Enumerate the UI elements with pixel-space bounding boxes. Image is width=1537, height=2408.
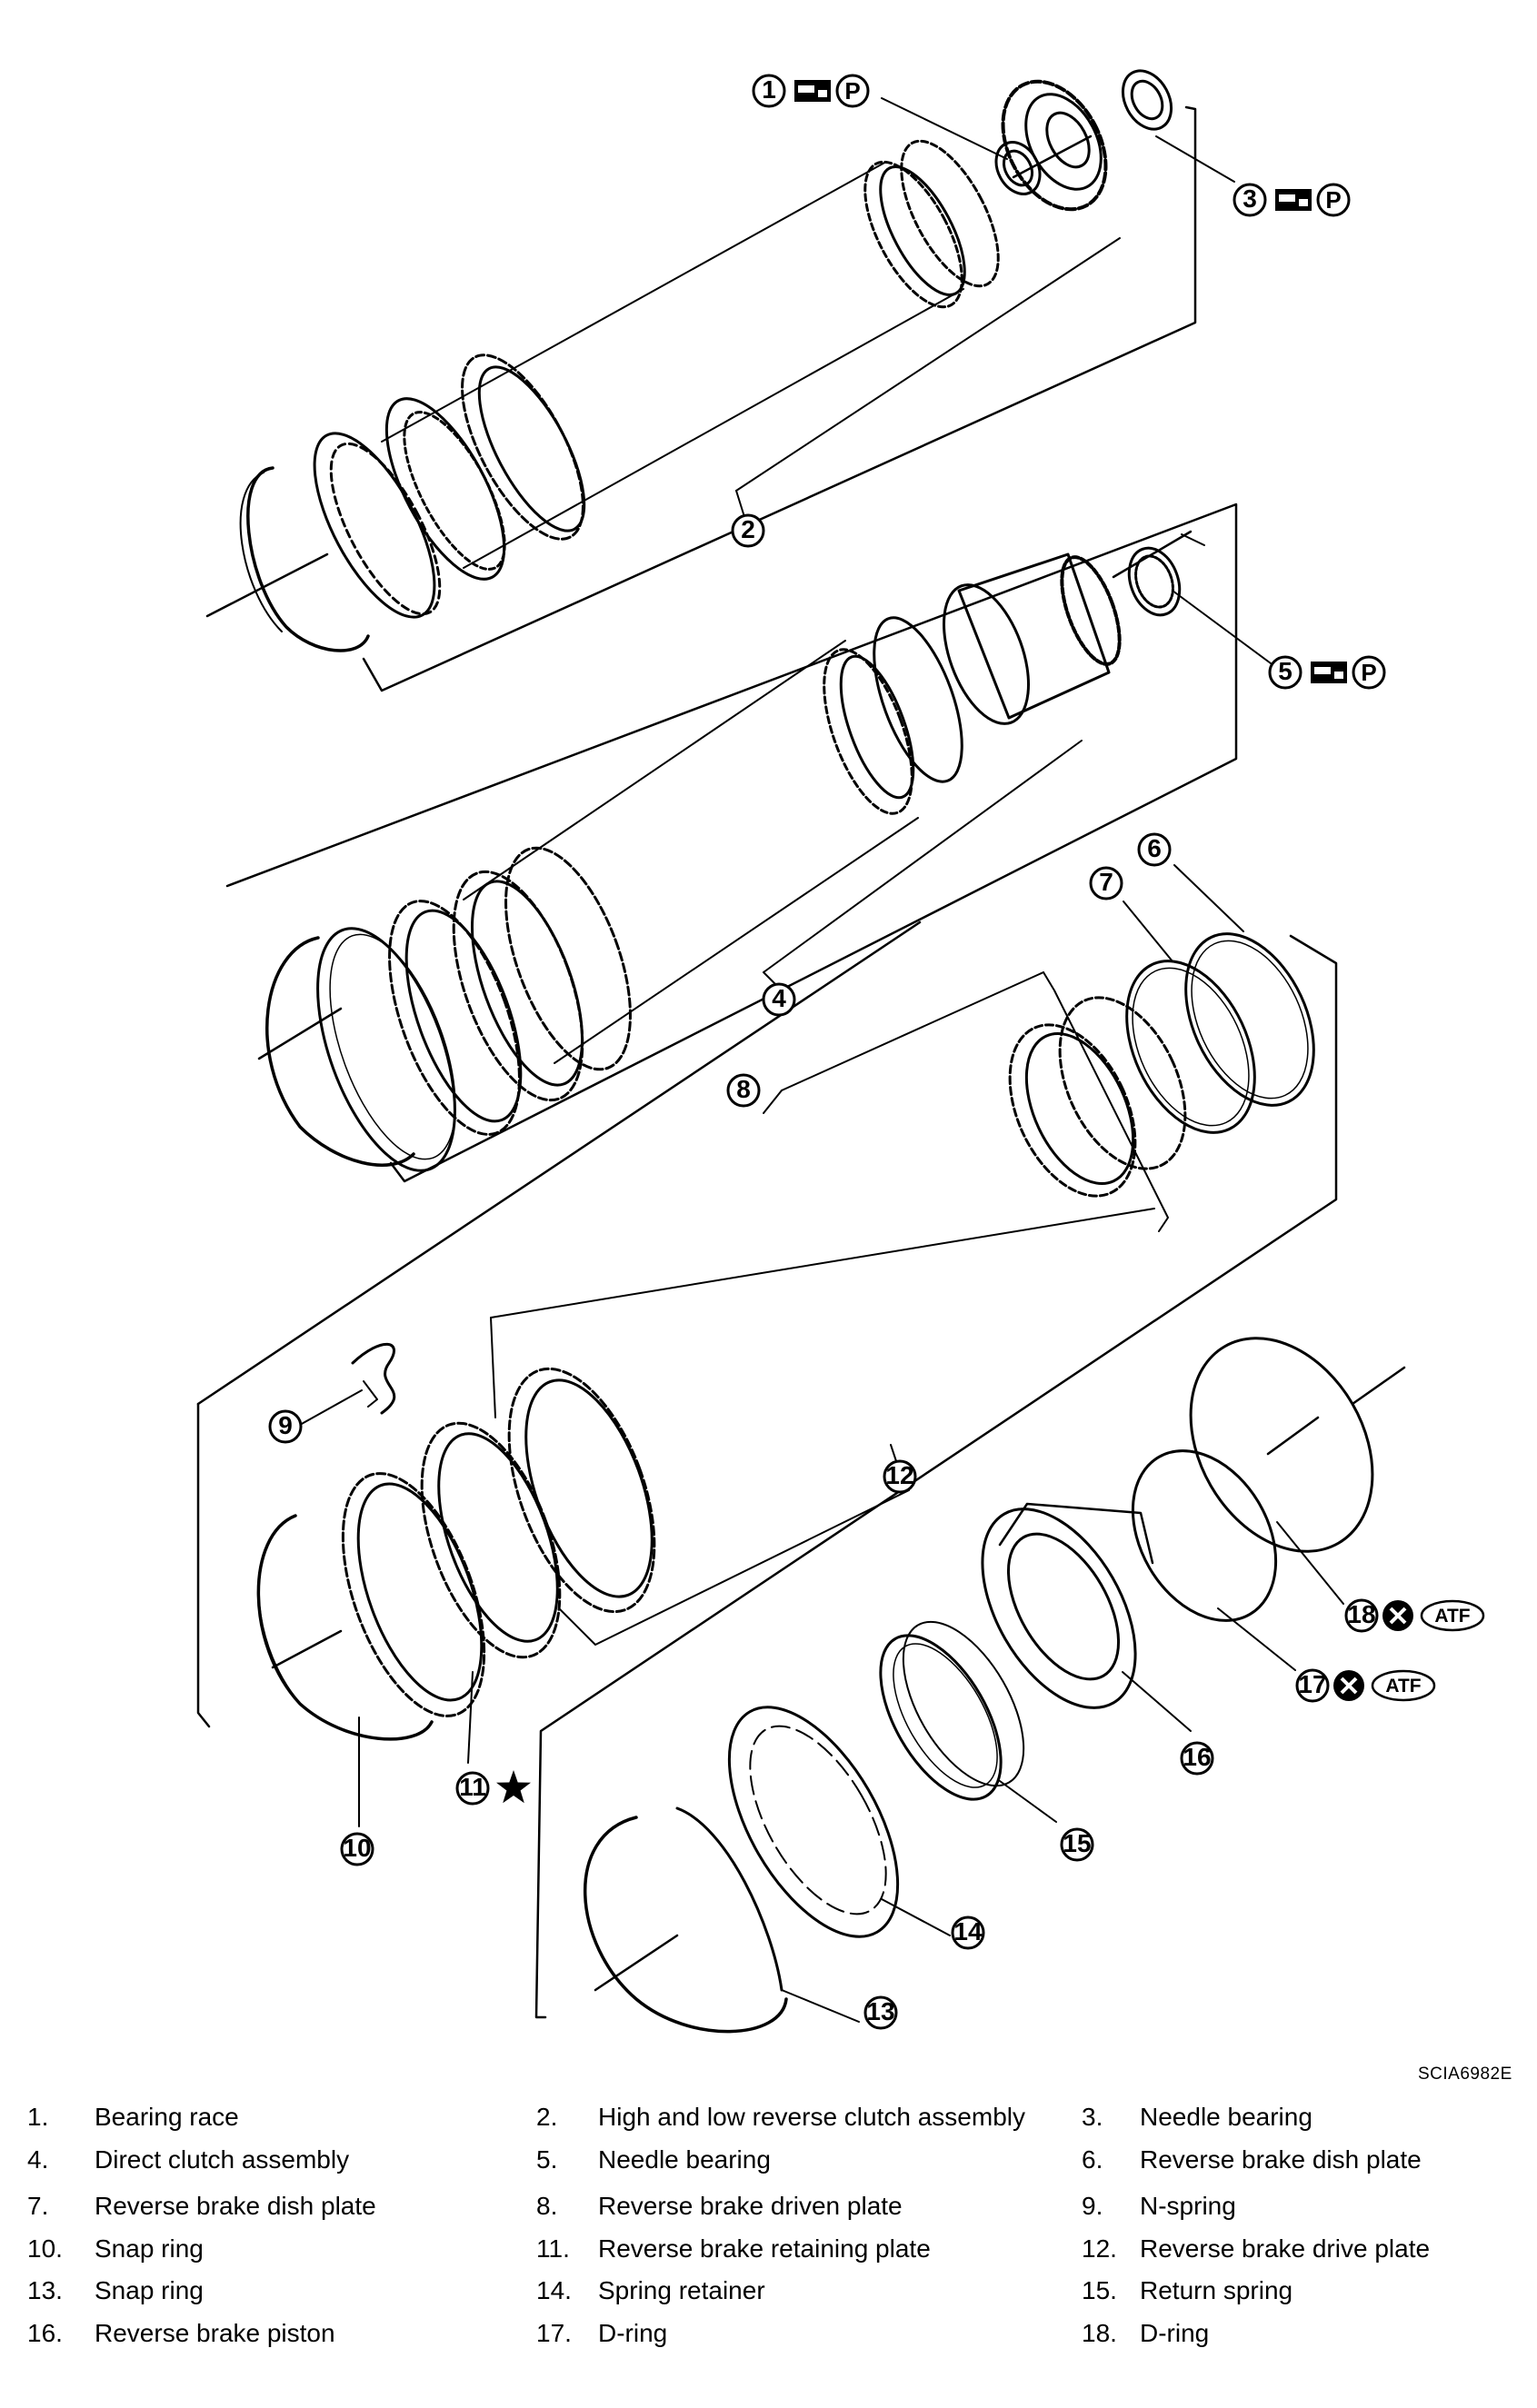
callout-number: 13 <box>866 1997 894 2025</box>
callout-8: 8 <box>726 1073 761 1108</box>
petroleum-jelly-icon <box>1352 655 1386 690</box>
callout-18: 18 ATF <box>1344 1598 1485 1633</box>
grease-icon <box>1275 189 1312 211</box>
assembly-high-low-reverse-clutch <box>205 69 1235 692</box>
assembly-direct-clutch <box>225 502 1272 1183</box>
assembly-reverse-brake-piston <box>584 1337 1406 2034</box>
petroleum-jelly-mark: P <box>844 77 860 104</box>
callout-number: 12 <box>885 1461 913 1489</box>
atf-icon <box>1420 1599 1485 1632</box>
callout-12: 12 <box>883 1459 917 1494</box>
callout-16: 16 <box>1180 1741 1214 1776</box>
callout-14: 14 <box>951 1915 985 1950</box>
assembly-reverse-brake-plates <box>196 864 1338 2019</box>
callout-6: 6 <box>1137 832 1172 867</box>
callout-number: 7 <box>1099 868 1113 896</box>
grease-icon <box>1311 662 1347 683</box>
do-not-reuse-icon <box>1333 1670 1364 1701</box>
callout-9: 9 <box>268 1409 303 1444</box>
callout-number: 17 <box>1298 1670 1326 1698</box>
callout-number: 8 <box>736 1075 751 1103</box>
callout-number: 6 <box>1147 834 1162 862</box>
callout-number: 15 <box>1063 1829 1091 1857</box>
callout-number: 5 <box>1278 657 1292 685</box>
assembly-reverse-brake-drive <box>256 1208 1155 1827</box>
callout-number: 11 <box>459 1773 486 1801</box>
callout-number: 1 <box>762 75 776 104</box>
figure-code: SCIA6982E <box>1418 2065 1512 2084</box>
callout-7: 7 <box>1089 866 1123 901</box>
callout-number: 3 <box>1243 184 1257 213</box>
petroleum-jelly-icon <box>835 74 870 108</box>
callout-10: 10 <box>340 1832 374 1866</box>
callout-4: 4 <box>762 982 796 1017</box>
callout-number: 14 <box>953 1917 983 1945</box>
callout-number: 2 <box>741 515 755 543</box>
grease-icon <box>794 80 831 102</box>
petroleum-jelly-mark: P <box>1361 659 1376 686</box>
callout-11: 11 <box>455 1770 531 1806</box>
callout-15: 15 <box>1060 1827 1094 1862</box>
callout-number: 9 <box>278 1411 293 1439</box>
do-not-reuse-icon <box>1382 1600 1413 1631</box>
callout-number: 4 <box>772 984 786 1012</box>
atf-mark: ATF <box>1385 1676 1421 1697</box>
callout-2: 2 <box>731 513 765 548</box>
star-icon <box>496 1770 531 1804</box>
callout-number: 16 <box>1183 1743 1211 1771</box>
petroleum-jelly-icon <box>1316 183 1351 217</box>
callout-13: 13 <box>863 1995 898 2030</box>
callout-17: 17 ATF <box>1295 1668 1436 1703</box>
atf-mark: ATF <box>1434 1606 1470 1627</box>
callout-number: 10 <box>343 1834 371 1862</box>
callout-number: 18 <box>1347 1600 1375 1628</box>
atf-icon <box>1371 1669 1436 1702</box>
petroleum-jelly-mark: P <box>1325 186 1341 214</box>
